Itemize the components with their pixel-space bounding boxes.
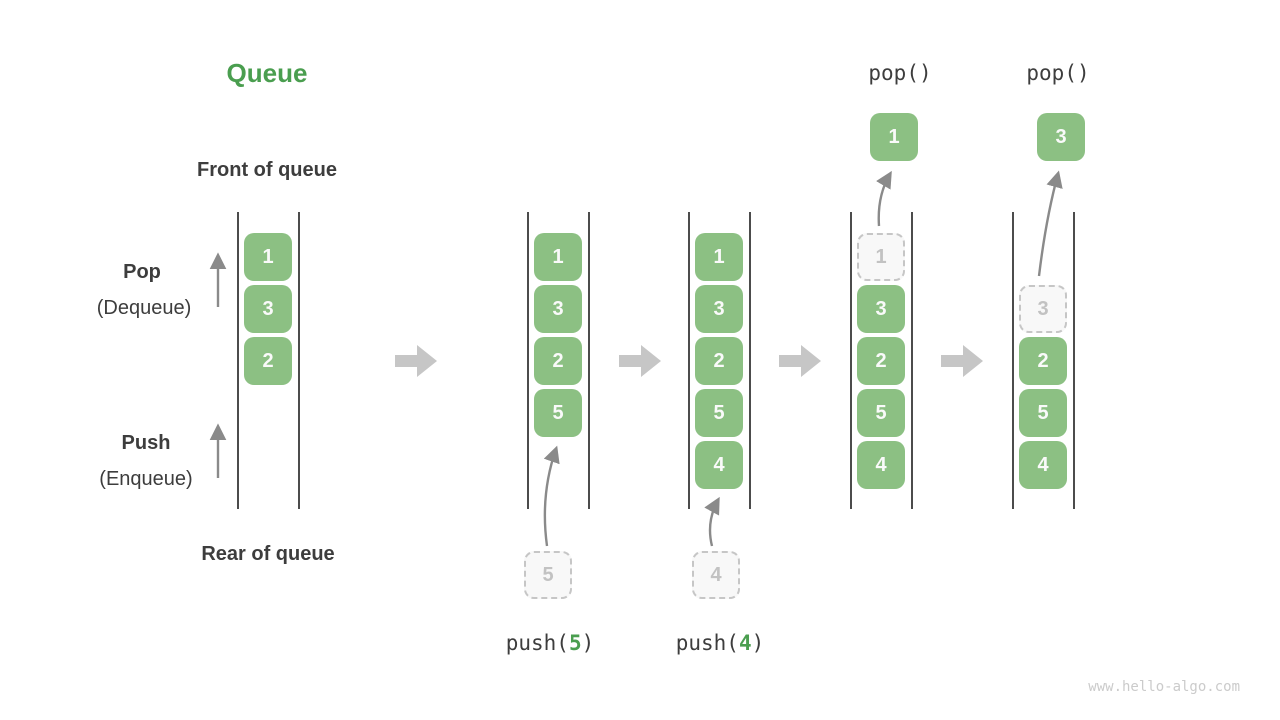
push-operation-label: push(5) xyxy=(506,631,595,655)
push-4-arrow-icon xyxy=(704,496,720,547)
queue-item: 4 xyxy=(1019,441,1067,489)
push-operation-label: push(4) xyxy=(676,631,765,655)
queue-wall xyxy=(527,212,529,509)
op-arg: 5 xyxy=(568,631,582,655)
op-suffix: ) xyxy=(581,631,595,655)
op-suffix: ) xyxy=(751,631,765,655)
queue-item: 2 xyxy=(244,337,292,385)
push-alias-label: (Enqueue) xyxy=(99,468,193,490)
queue-item: 3 xyxy=(695,285,743,333)
queue-item: 1 xyxy=(534,233,582,281)
diagram-title: Queue xyxy=(226,58,308,88)
popped-item: 3 xyxy=(1037,113,1085,161)
queue-item: 2 xyxy=(857,337,905,385)
rear-of-queue-label: Rear of queue xyxy=(201,543,335,565)
pop-operation-label: pop() xyxy=(1026,61,1090,85)
queue-wall xyxy=(237,212,239,509)
push-5-arrow-icon xyxy=(543,445,560,547)
queue-wall xyxy=(911,212,913,509)
staged-item: 5 xyxy=(524,551,572,599)
queue-item: 3 xyxy=(857,285,905,333)
queue-item: 4 xyxy=(857,441,905,489)
queue-wall xyxy=(298,212,300,509)
queue-item: 3 xyxy=(534,285,582,333)
step-arrow-icon xyxy=(941,344,983,378)
queue-item: 4 xyxy=(695,441,743,489)
front-of-queue-label: Front of queue xyxy=(197,159,337,181)
queue-item: 1 xyxy=(695,233,743,281)
queue-wall xyxy=(1073,212,1075,509)
queue-item: 5 xyxy=(1019,389,1067,437)
queue-item: 2 xyxy=(1019,337,1067,385)
queue-item: 5 xyxy=(857,389,905,437)
op-prefix: push( xyxy=(675,631,739,655)
removed-item: 1 xyxy=(857,233,905,281)
pop-label: Pop xyxy=(123,261,161,283)
watermark: www.hello-algo.com xyxy=(1088,679,1240,695)
queue-item: 2 xyxy=(534,337,582,385)
op-prefix: push( xyxy=(505,631,569,655)
step-arrow-icon xyxy=(779,344,821,378)
op-arg: 4 xyxy=(738,631,752,655)
pop-alias-label: (Dequeue) xyxy=(96,297,192,319)
queue-wall xyxy=(588,212,590,509)
push-label: Push xyxy=(121,432,171,454)
queue-item: 2 xyxy=(695,337,743,385)
queue-item: 3 xyxy=(244,285,292,333)
step-arrow-icon xyxy=(395,344,437,378)
staged-item: 4 xyxy=(692,551,740,599)
queue-wall xyxy=(749,212,751,509)
pop-1-arrow-icon xyxy=(876,170,892,227)
queue-item: 5 xyxy=(534,389,582,437)
removed-item: 3 xyxy=(1019,285,1067,333)
queue-item: 1 xyxy=(244,233,292,281)
popped-item: 1 xyxy=(870,113,918,161)
queue-wall xyxy=(850,212,852,509)
step-arrow-icon xyxy=(619,344,661,378)
queue-wall xyxy=(688,212,690,509)
queue-wall xyxy=(1012,212,1014,509)
pop-operation-label: pop() xyxy=(868,61,932,85)
queue-item: 5 xyxy=(695,389,743,437)
pop-3-arrow-icon xyxy=(1037,170,1063,277)
